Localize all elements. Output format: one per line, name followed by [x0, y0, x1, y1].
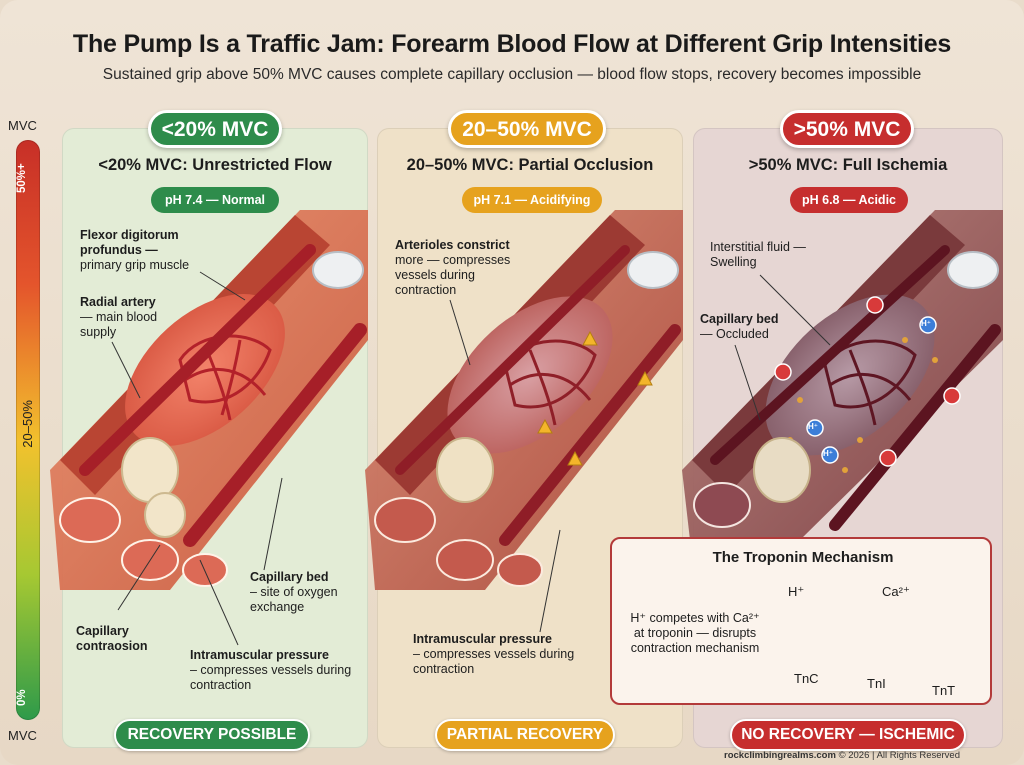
- heading-low-intensity: <20% MVC: Unrestricted Flow: [98, 156, 332, 174]
- page-title: The Pump Is a Traffic Jam: Forearm Blood…: [72, 30, 952, 58]
- label-pressure-text-2: – compresses vessels during contraction: [413, 647, 575, 676]
- label-flexor: Flexor digitorum profundus — primary gri…: [80, 228, 210, 273]
- label-pressure-2: Intramuscular pressure – compresses vess…: [413, 632, 578, 677]
- pill-high-intensity: >50% MVC: [780, 110, 914, 148]
- label-capillary-bed-1: Capillary bed – site of oxygen exchange: [250, 570, 360, 615]
- credit-line: rockclimbingrealms.com © 2026 | All Righ…: [724, 750, 960, 761]
- label-capcon-bold: Capillary contraosion: [76, 624, 148, 653]
- label-capillary-contraction: Capillary contraosion: [76, 624, 176, 654]
- troponin-ca-label: Ca²⁺: [882, 584, 910, 599]
- label-pressure-bold-2: Intramuscular pressure: [413, 632, 552, 646]
- ph-badge-low: pH 7.4 — Normal: [151, 187, 279, 213]
- footer-partial-recovery: PARTIAL RECOVERY: [435, 719, 615, 751]
- label-flexor-bold: Flexor digitorum profundus —: [80, 228, 179, 257]
- forearm-panel-3: [682, 210, 1003, 540]
- label-interstitial-text: Interstitial fluid — Swelling: [710, 240, 806, 269]
- label-radial-text: — main blood supply: [80, 310, 158, 339]
- label-capillary-bed-3: Capillary bed — Occluded: [700, 312, 790, 342]
- label-pressure-1: Intramuscular pressure – compresses vess…: [190, 648, 355, 693]
- label-capbed-text: – site of oxygen exchange: [250, 585, 338, 614]
- heading-moderate-intensity: 20–50% MVC: Partial Occlusion: [406, 156, 654, 174]
- label-capbed3-text: — Occluded: [700, 327, 769, 341]
- label-capbed3-bold: Capillary bed: [700, 312, 779, 326]
- mvc-scale-bar: [16, 140, 40, 720]
- ion-h-label-3: H⁺: [823, 449, 833, 458]
- label-arterioles-text: more — compresses vessels during contrac…: [395, 253, 511, 297]
- footer-recovery-possible: RECOVERY POSSIBLE: [114, 719, 310, 751]
- label-arterioles-bold: Arterioles constrict: [395, 238, 510, 252]
- ion-h-label-2: H⁺: [808, 422, 818, 431]
- forearm-panel-2: [365, 210, 683, 590]
- troponin-h-label: H⁺: [788, 584, 805, 599]
- ion-h-label-1: H⁺: [921, 319, 931, 328]
- label-flexor-text: primary grip muscle: [80, 258, 190, 272]
- label-interstitial-fluid: Interstitial fluid — Swelling: [710, 240, 830, 270]
- label-radial-artery: Radial artery — main blood supply: [80, 295, 190, 340]
- label-pressure-bold-1: Intramuscular pressure: [190, 648, 329, 662]
- ph-badge-high: pH 6.8 — Acidic: [790, 187, 908, 213]
- troponin-mechanism-box: The Troponin Mechanism H⁺ competes with …: [610, 537, 992, 705]
- troponin-tnc-label: TnC: [794, 671, 819, 686]
- ph-badge-moderate: pH 7.1 — Acidifying: [462, 187, 602, 213]
- scale-bottom-label: MVC: [8, 728, 37, 743]
- scale-top-label: MVC: [8, 118, 37, 133]
- heading-high-intensity: >50% MVC: Full Ischemia: [748, 156, 948, 174]
- footer-no-recovery: NO RECOVERY — ISCHEMIC: [730, 719, 966, 751]
- pill-moderate-intensity: 20–50% MVC: [448, 110, 606, 148]
- page-subtitle: Sustained grip above 50% MVC causes comp…: [102, 66, 922, 83]
- credit-rest: © 2026 | All Rights Reserved: [838, 750, 960, 761]
- credit-site: rockclimbingrealms.com: [724, 750, 836, 761]
- troponin-explanation: H⁺ competes with Ca²⁺ at troponin — disr…: [630, 611, 760, 655]
- troponin-tni-label: TnI: [867, 676, 886, 691]
- troponin-tnt-label: TnT: [932, 683, 956, 698]
- troponin-title: The Troponin Mechanism: [712, 549, 894, 566]
- forearm-panel-1: [50, 210, 368, 590]
- label-arterioles: Arterioles constrict more — compresses v…: [395, 238, 525, 298]
- label-pressure-text-1: – compresses vessels during contraction: [190, 663, 352, 692]
- label-radial-bold: Radial artery: [80, 295, 156, 309]
- pill-low-intensity: <20% MVC: [148, 110, 282, 148]
- label-capbed-bold: Capillary bed: [250, 570, 329, 584]
